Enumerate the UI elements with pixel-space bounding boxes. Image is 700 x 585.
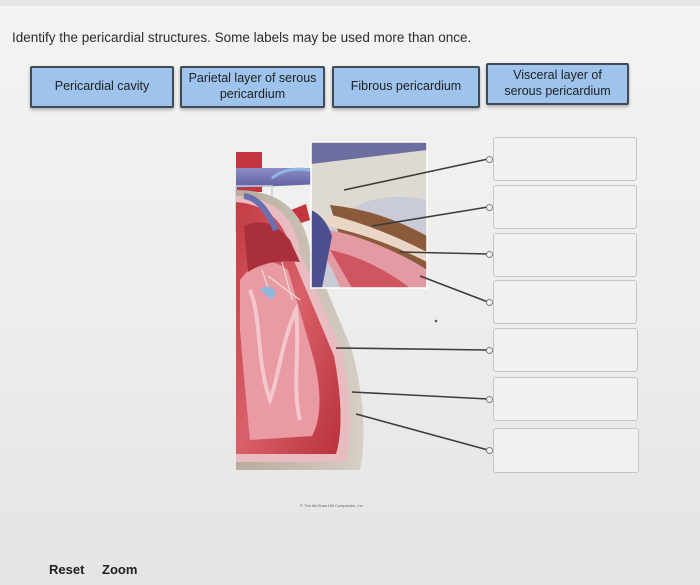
label-visceral-layer[interactable]: Visceral layer of serous pericardium — [486, 63, 629, 105]
anchor-dot — [486, 447, 493, 454]
drop-target-1[interactable] — [493, 137, 637, 181]
drop-target-5[interactable] — [493, 328, 638, 372]
reset-button[interactable]: Reset — [49, 562, 85, 577]
vein-vessel — [236, 168, 323, 188]
atrium-chamber — [244, 222, 300, 272]
label-text: Parietal layer of serous pericardium — [188, 71, 317, 101]
anchor-dot — [486, 396, 493, 403]
trabeculae — [248, 289, 302, 421]
inset-myocardium — [330, 250, 410, 288]
label-text: Visceral layer of serous pericardium — [504, 68, 611, 98]
label-text: Fibrous pericardium — [350, 79, 462, 94]
anchor-dot — [486, 251, 493, 258]
leader-line — [351, 391, 489, 400]
stray-dot — [434, 319, 438, 323]
inset-border — [310, 141, 428, 289]
leader-line — [335, 347, 489, 351]
leader-line — [399, 251, 489, 255]
inset-parietal — [326, 214, 427, 262]
drop-target-6[interactable] — [493, 377, 638, 421]
label-text: Pericardial cavity — [54, 79, 150, 94]
leader-line — [355, 413, 489, 451]
zoom-button[interactable]: Zoom — [102, 562, 138, 577]
top-divider — [0, 0, 700, 6]
anchor-dot — [486, 299, 493, 306]
superior-vein-wall — [243, 193, 279, 232]
drop-target-7[interactable] — [493, 428, 639, 473]
drop-target-4[interactable] — [493, 280, 637, 324]
anchor-dot — [486, 204, 493, 211]
label-parietal-layer[interactable]: Parietal layer of serous pericardium — [180, 66, 325, 108]
label-fibrous-pericardium[interactable]: Fibrous pericardium — [332, 66, 480, 108]
valve — [260, 286, 276, 300]
leader-line — [419, 275, 489, 303]
inset-enlargement — [310, 141, 428, 289]
leader-line — [371, 206, 489, 227]
question-instruction: Identify the pericardial structures. Som… — [12, 30, 472, 45]
leader-line — [343, 158, 489, 191]
label-pericardial-cavity[interactable]: Pericardial cavity — [30, 66, 174, 108]
anchor-dot — [486, 156, 493, 163]
leader-lines — [335, 158, 489, 451]
ventricle-chamber — [240, 262, 320, 440]
figure-credit: © The McGraw-Hill Companies, Inc. — [300, 503, 364, 508]
drop-target-3[interactable] — [493, 233, 637, 277]
anchor-dot — [486, 347, 493, 354]
inset-vessel-wall — [311, 210, 332, 288]
drop-target-2[interactable] — [493, 185, 637, 229]
